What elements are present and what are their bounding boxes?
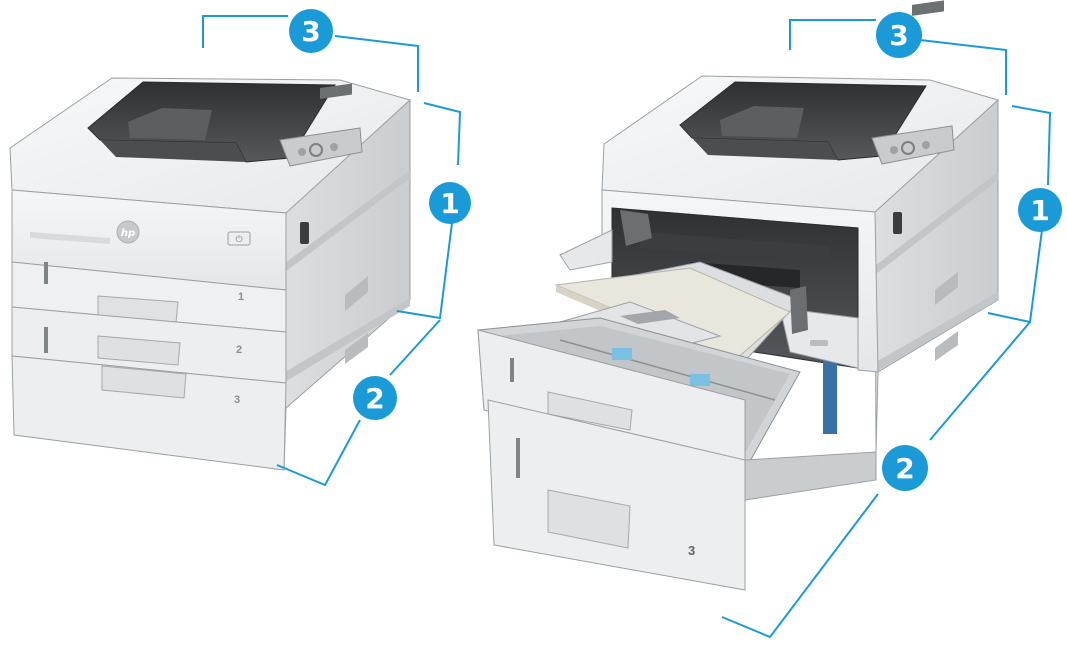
tray-handle [547, 391, 633, 431]
depth-dimension-line [721, 493, 879, 639]
tray-3 [487, 399, 746, 591]
display-screen [320, 83, 352, 100]
tray-handle [547, 489, 631, 549]
svg-text:2: 2 [895, 452, 914, 485]
svg-text:3: 3 [889, 19, 908, 52]
depth-dimension-line [276, 419, 361, 487]
height-dimension-line [423, 102, 462, 166]
ok-button [330, 143, 338, 151]
callout-3-width: 3 [876, 12, 922, 58]
depth-dimension-line [389, 319, 441, 376]
power-button [227, 231, 251, 246]
width-dimension-line [789, 19, 876, 50]
extension-handle [620, 310, 680, 324]
tray-cavity-slot [823, 356, 837, 434]
usb-port [893, 212, 902, 234]
paper-guide-tab [690, 374, 710, 386]
dimension-lines [721, 19, 1052, 639]
paper-guide-tab [612, 348, 632, 360]
tray-indicator [510, 358, 514, 382]
callout-1-height: 1 [429, 182, 471, 224]
tray-3 [11, 355, 287, 471]
hp-logo-icon [116, 220, 140, 244]
tray-indicator [516, 438, 520, 478]
tray-1-door [559, 229, 613, 271]
printer-open: 3 3 1 2 [477, 0, 1062, 639]
tray-rail [559, 339, 776, 401]
paper-guide [620, 210, 652, 246]
height-dimension-line [396, 222, 453, 320]
width-dimension-line [202, 15, 288, 48]
nav-button [298, 148, 306, 156]
usb-port [300, 222, 309, 244]
tray-3-label: 3 [688, 543, 695, 558]
printer-closed: hp ⏻ 1 2 3 3 1 [9, 9, 471, 487]
tray-handle [101, 365, 187, 399]
height-dimension-line [1011, 105, 1052, 186]
callout-2-depth: 2 [353, 376, 397, 420]
ok-button [922, 141, 930, 149]
tray-release-tab [810, 340, 828, 346]
tray-1-label: 1 [238, 291, 244, 303]
nav-button [890, 146, 898, 154]
tray-3-label: 3 [234, 394, 240, 406]
depth-dimension-line [929, 321, 1031, 441]
display-screen [912, 0, 944, 16]
dimension-lines [202, 15, 462, 487]
tray-handle [97, 335, 181, 366]
paper-guide [790, 286, 808, 334]
svg-text:2: 2 [365, 382, 384, 415]
callout-3-width: 3 [289, 9, 333, 53]
tray-indicator [44, 262, 48, 284]
nav-ring-icon [901, 141, 915, 155]
svg-text:1: 1 [1030, 194, 1049, 227]
tray-2-label: 2 [236, 344, 242, 356]
hp-logo: hp [121, 228, 135, 239]
nav-ring-icon [309, 143, 323, 157]
callout-2-depth: 2 [882, 445, 928, 491]
svg-text:1: 1 [440, 187, 459, 220]
power-icon: ⏻ [235, 234, 242, 244]
width-dimension-line [919, 39, 1007, 95]
width-dimension-line [334, 35, 419, 92]
tray-indicator [44, 327, 48, 353]
callout-1-height: 1 [1018, 188, 1062, 232]
svg-text:3: 3 [301, 15, 320, 48]
